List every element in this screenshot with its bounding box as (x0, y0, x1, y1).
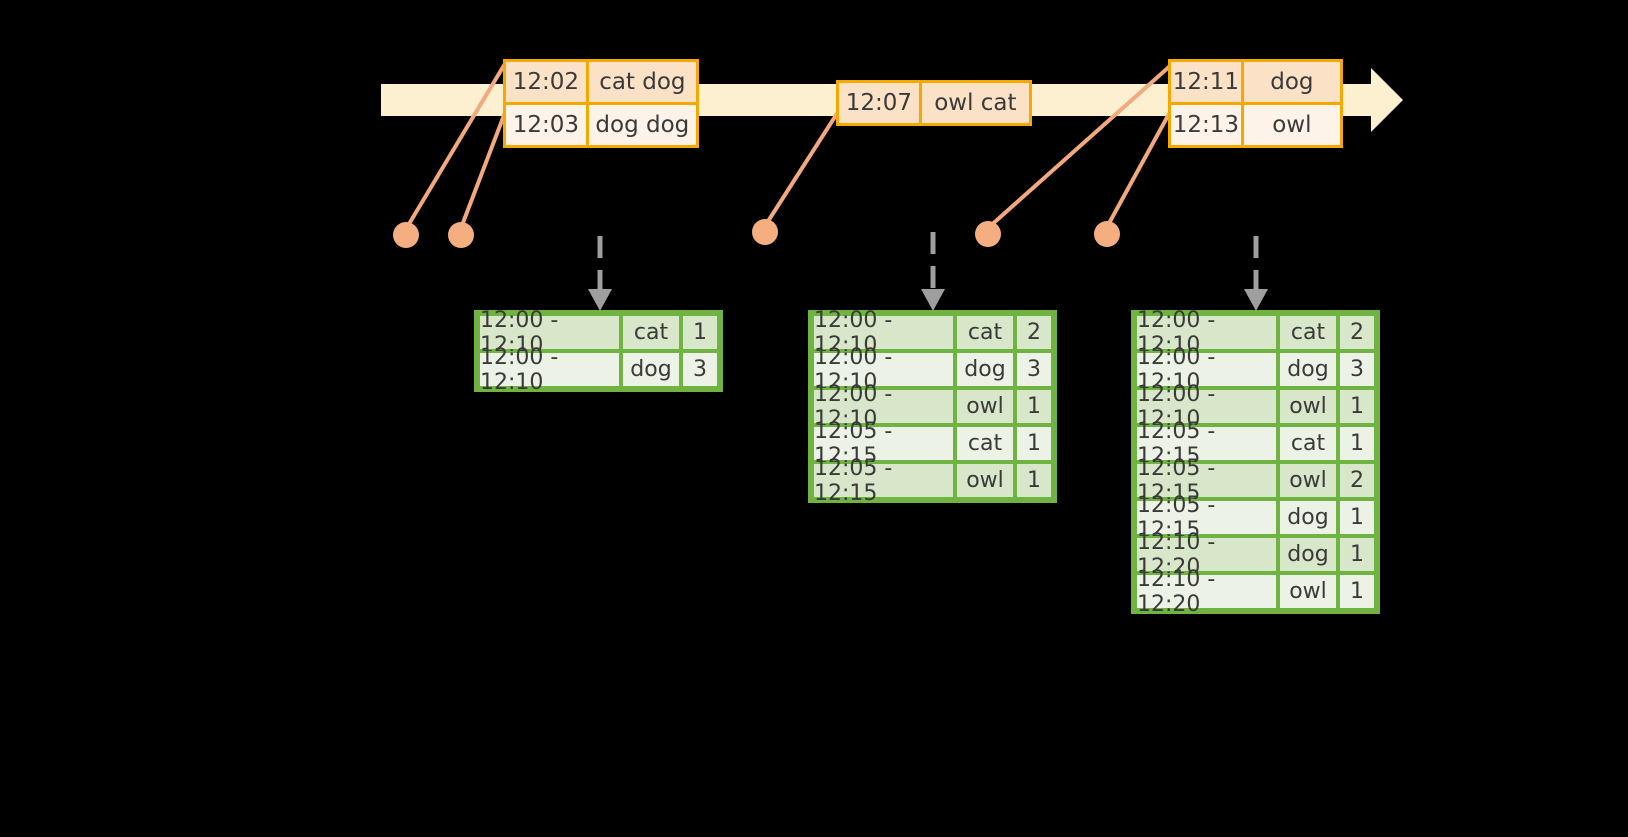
emit-arrow-2 (921, 232, 945, 311)
event-words: dog dog (588, 105, 696, 145)
timeline-event[interactable]: 12:02 cat dog (506, 62, 696, 102)
cell-window: 12:05 - 12:15 (1135, 456, 1278, 506)
table-row[interactable]: 12:10 - 12:20 dog 1 (1135, 530, 1376, 580)
emit-arrow-1 (588, 236, 612, 311)
event-words: owl (1243, 105, 1340, 145)
cell-word: cat (1278, 314, 1338, 351)
cell-count: 1 (681, 314, 719, 351)
cell-count: 1 (1338, 499, 1376, 536)
cell-window: 12:00 - 12:10 (478, 345, 621, 395)
cell-count: 1 (1015, 462, 1053, 499)
connector-line-5 (1105, 110, 1172, 229)
connector-line-1 (404, 60, 508, 231)
cell-count: 1 (1338, 425, 1376, 462)
connector-dot-5 (1094, 221, 1120, 247)
connector-dots (393, 219, 1120, 248)
cell-word: dog (621, 351, 681, 388)
cell-window: 12:10 - 12:20 (1135, 567, 1278, 617)
result-table-3: 12:00 - 12:10 cat 2 12:00 - 12:10 dog 3 … (1131, 308, 1380, 617)
connector-line-3 (763, 110, 840, 228)
result-table-1: 12:00 - 12:10 cat 1 12:00 - 12:10 dog 3 (474, 308, 723, 395)
event-words: owl cat (921, 83, 1029, 123)
event-time: 12:03 (506, 105, 589, 145)
table-row[interactable]: 12:05 - 12:15 owl 1 (812, 456, 1053, 506)
cell-window: 12:00 - 12:10 (1135, 308, 1278, 358)
emit-arrows (588, 232, 1268, 311)
cell-window: 12:00 - 12:10 (1135, 345, 1278, 395)
table-row[interactable]: 12:05 - 12:15 cat 1 (812, 419, 1053, 469)
table-row[interactable]: 12:00 - 12:10 owl 1 (812, 382, 1053, 432)
event-time: 12:13 (1171, 105, 1244, 145)
cell-word: dog (955, 351, 1015, 388)
cell-count: 3 (1015, 351, 1053, 388)
cell-word: owl (1278, 462, 1338, 499)
cell-window: 12:05 - 12:15 (812, 419, 955, 469)
cell-count: 3 (1338, 351, 1376, 388)
event-group-3: 12:11 dog 12:13 owl (1168, 59, 1343, 148)
cell-count: 3 (681, 351, 719, 388)
table-row[interactable]: 12:00 - 12:10 owl 1 (1135, 382, 1376, 432)
cell-window: 12:00 - 12:10 (812, 382, 955, 432)
cell-word: cat (955, 314, 1015, 351)
cell-count: 1 (1338, 536, 1376, 573)
cell-count: 2 (1015, 314, 1053, 351)
cell-count: 1 (1015, 425, 1053, 462)
event-words: cat dog (588, 62, 696, 102)
connector-dot-3 (752, 219, 778, 245)
cell-count: 2 (1338, 314, 1376, 351)
cell-count: 1 (1338, 388, 1376, 425)
table-row[interactable]: 12:05 - 12:15 dog 1 (1135, 493, 1376, 543)
cell-word: owl (955, 388, 1015, 425)
cell-window: 12:00 - 12:10 (1135, 382, 1278, 432)
cell-window: 12:05 - 12:15 (1135, 419, 1278, 469)
event-time: 12:11 (1171, 62, 1244, 102)
cell-window: 12:00 - 12:10 (812, 345, 955, 395)
timeline-event[interactable]: 12:11 dog (1171, 62, 1340, 102)
cell-word: cat (955, 425, 1015, 462)
cell-count: 1 (1338, 573, 1376, 610)
cell-word: cat (1278, 425, 1338, 462)
cell-window: 12:05 - 12:15 (812, 456, 955, 506)
event-words: dog (1243, 62, 1340, 102)
cell-word: owl (955, 462, 1015, 499)
connector-line-2 (459, 108, 508, 230)
event-group-2: 12:07 owl cat (836, 80, 1032, 126)
table-row[interactable]: 12:00 - 12:10 dog 3 (478, 345, 719, 395)
cell-word: owl (1278, 388, 1338, 425)
cell-window: 12:10 - 12:20 (1135, 530, 1278, 580)
event-time: 12:02 (506, 62, 589, 102)
timeline-event[interactable]: 12:13 owl (1171, 102, 1340, 145)
table-row[interactable]: 12:05 - 12:15 cat 1 (1135, 419, 1376, 469)
table-row[interactable]: 12:10 - 12:20 owl 1 (1135, 567, 1376, 617)
cell-word: dog (1278, 536, 1338, 573)
result-table-2: 12:00 - 12:10 cat 2 12:00 - 12:10 dog 3 … (808, 308, 1057, 506)
table-row[interactable]: 12:00 - 12:10 cat 2 (1135, 308, 1376, 358)
emit-arrow-3 (1244, 236, 1268, 311)
connector-dot-2 (448, 222, 474, 248)
cell-count: 1 (1015, 388, 1053, 425)
cell-word: cat (621, 314, 681, 351)
table-row[interactable]: 12:00 - 12:10 dog 3 (812, 345, 1053, 395)
cell-word: dog (1278, 499, 1338, 536)
cell-word: owl (1278, 573, 1338, 610)
timeline-event[interactable]: 12:03 dog dog (506, 102, 696, 145)
timeline-event[interactable]: 12:07 owl cat (839, 83, 1029, 123)
cell-word: dog (1278, 351, 1338, 388)
connector-dot-1 (393, 222, 419, 248)
connector-dot-4 (975, 221, 1001, 247)
table-row[interactable]: 12:00 - 12:10 dog 3 (1135, 345, 1376, 395)
event-group-1: 12:02 cat dog 12:03 dog dog (503, 59, 699, 148)
event-time: 12:07 (839, 83, 922, 123)
cell-count: 2 (1338, 462, 1376, 499)
table-row[interactable]: 12:05 - 12:15 owl 2 (1135, 456, 1376, 506)
